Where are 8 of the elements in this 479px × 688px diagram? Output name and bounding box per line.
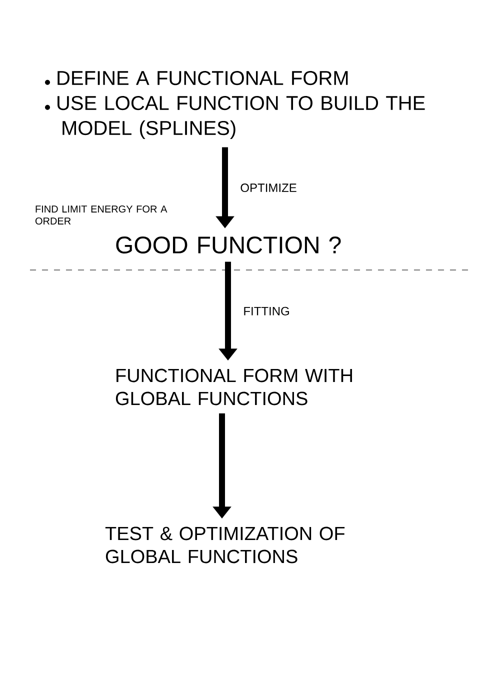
- handwritten-text: GOOD FUNCTION ?: [116, 236, 341, 254]
- bullet-item: DEFINE A FUNCTIONAL FORM: [58, 70, 348, 86]
- handwritten-text: TEST & OPTIMIZATION OF GLOBAL FUNCTIONS: [105, 526, 345, 564]
- edge-label: OPTIMIZE: [240, 184, 296, 192]
- note-text: FIND LIMIT ENERGY FOR A ORDER: [35, 205, 168, 225]
- edge-label: FITTING: [244, 306, 289, 316]
- handwritten-text: FUNCTIONAL FORM WITH GLOBAL FUNCTIONS: [116, 368, 352, 406]
- bullet-item: USE LOCAL FUNCTION TO BUILD THE MODEL (SPLINES): [58, 96, 425, 140]
